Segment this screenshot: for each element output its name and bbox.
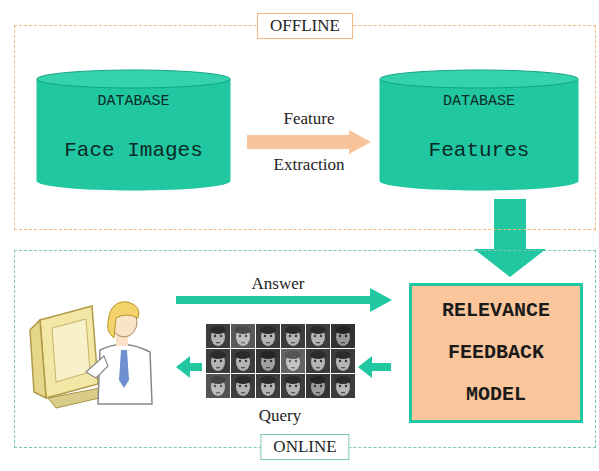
face-tint bbox=[206, 374, 230, 398]
database-cylinder: DATABASE Face Images bbox=[36, 69, 231, 191]
face-tint bbox=[331, 324, 355, 348]
annotation-label: Query bbox=[230, 406, 330, 426]
face-grid bbox=[206, 324, 356, 399]
arrow-shaft bbox=[189, 363, 202, 371]
region-label: ONLINE bbox=[260, 434, 349, 460]
face-tint bbox=[231, 324, 255, 348]
annotation-label: Answer bbox=[228, 274, 328, 294]
cylinder-top bbox=[380, 70, 578, 88]
database-cylinder: DATABASE Features bbox=[379, 69, 579, 191]
face-tint bbox=[281, 349, 305, 373]
arrow-head bbox=[176, 356, 190, 378]
database-name: Features bbox=[429, 139, 530, 163]
online-region: ONLINERELEVANCE FEEDBACK MODEL bbox=[14, 250, 596, 448]
arrow-shaft bbox=[371, 363, 391, 371]
cylinder-shape bbox=[379, 69, 579, 191]
arrow-head bbox=[358, 356, 372, 378]
database-caption: DATABASE bbox=[443, 93, 515, 111]
cylinder-shape bbox=[36, 69, 231, 191]
tie bbox=[119, 350, 129, 388]
database-caption: DATABASE bbox=[97, 93, 169, 111]
query-arrows bbox=[176, 356, 391, 378]
cylinder-body bbox=[380, 79, 579, 191]
hair bbox=[108, 302, 139, 338]
flow-arrow bbox=[247, 130, 371, 154]
user-illustration bbox=[30, 302, 152, 408]
shirt bbox=[98, 344, 152, 404]
arrow-shaft bbox=[176, 296, 372, 304]
database-name: Face Images bbox=[64, 139, 203, 163]
cylinder-body bbox=[37, 79, 231, 191]
face-grid-images bbox=[206, 324, 356, 399]
monitor-screen bbox=[52, 319, 90, 382]
flow-arrow bbox=[474, 199, 546, 277]
arrow-head bbox=[370, 288, 392, 312]
cylinder-top bbox=[37, 70, 230, 88]
monitor-side bbox=[30, 320, 46, 398]
edge-label: Feature Extraction bbox=[254, 96, 364, 188]
process-label: RELEVANCE FEEDBACK MODEL bbox=[416, 290, 576, 416]
face-tint bbox=[306, 374, 330, 398]
face-tint bbox=[256, 349, 280, 373]
arm bbox=[86, 356, 108, 378]
monitor bbox=[40, 306, 98, 398]
region-label: OFFLINE bbox=[257, 13, 353, 39]
process-box: RELEVANCE FEEDBACK MODEL bbox=[409, 283, 583, 423]
